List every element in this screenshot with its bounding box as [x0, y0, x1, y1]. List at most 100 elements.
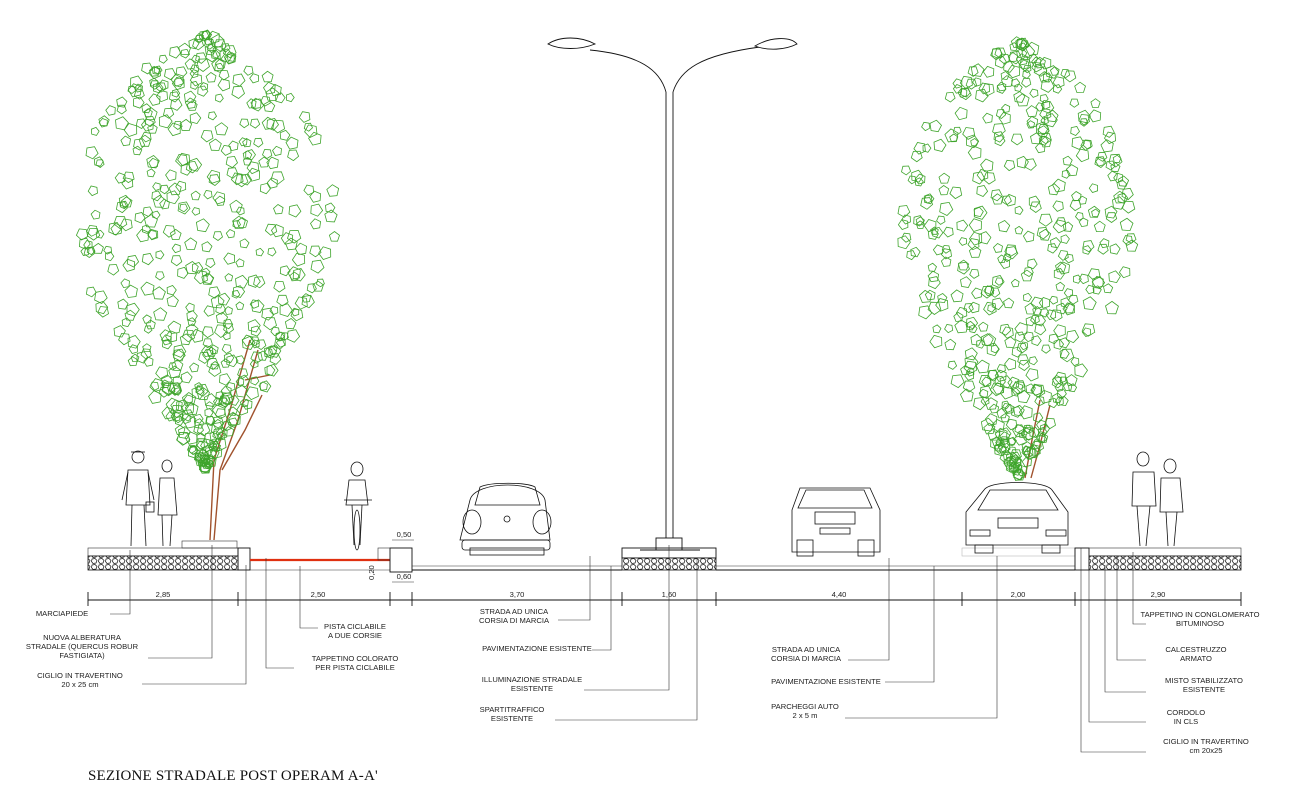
leaf-icon [119, 200, 129, 210]
leaf-icon [232, 215, 246, 229]
leaf-icon [921, 121, 931, 132]
leaf-icon [279, 129, 291, 141]
leaf-icon [266, 156, 279, 170]
leaf-icon [1029, 88, 1039, 98]
leaf-icon [169, 228, 182, 240]
leaf-icon [326, 184, 340, 197]
leaf-icon [1025, 105, 1038, 118]
leaf-icon [170, 98, 183, 111]
leaf-icon [235, 301, 245, 310]
label-pista-2: A DUE CORSIE [328, 631, 382, 640]
leaf-icon [204, 43, 217, 56]
leaf-icon [149, 77, 159, 87]
leaf-icon [165, 397, 180, 412]
leaf-icon [1049, 295, 1058, 305]
leaf-icon [168, 365, 182, 379]
label-calcestruzzo-2: ARMATO [1180, 654, 1212, 663]
leaf-icon [173, 348, 186, 362]
parked-car-icon [965, 482, 1069, 554]
leaf-icon [1055, 281, 1065, 291]
leaf-icon [929, 119, 942, 133]
leaf-icon [287, 230, 302, 244]
leaf-icon [990, 189, 1003, 202]
leaf-icon [897, 235, 911, 250]
leaf-icon [212, 437, 227, 452]
leaf-icon [197, 459, 212, 472]
leaf-icon [279, 265, 291, 277]
leaf-icon [962, 380, 976, 393]
leaf-icon [1016, 464, 1028, 477]
leaf-icon [179, 333, 192, 346]
leaf-icon [991, 419, 1005, 433]
leaf-icon [237, 374, 250, 388]
leaf-icon [901, 232, 912, 243]
leaf-icon [1021, 77, 1032, 88]
leaf-icon [968, 218, 982, 232]
leaf-icon [964, 370, 975, 381]
leaf-icon [987, 428, 1001, 441]
leaf-icon [1045, 65, 1060, 79]
leaf-icon [228, 406, 238, 416]
leaf-icon [991, 193, 1004, 205]
leaf-icon [1122, 235, 1133, 246]
leaf-icon [1005, 246, 1019, 260]
leaf-icon [978, 321, 989, 332]
leaf-icon [914, 173, 926, 185]
leaf-icon [165, 411, 176, 422]
leaf-icon [970, 333, 983, 346]
leaf-icon [929, 334, 943, 349]
leaf-icon [229, 199, 243, 213]
leaf-icon [87, 227, 101, 241]
leaf-icon [1024, 302, 1037, 315]
leaf-icon [142, 314, 152, 324]
leaf-icon [1030, 132, 1043, 145]
leaf-icon [115, 116, 129, 131]
leaf-icon [1029, 426, 1041, 438]
leaf-icon [249, 73, 259, 84]
leaf-icon [1069, 199, 1082, 212]
leaf-icon [136, 228, 150, 243]
dim-curb-height: 0,20 [367, 565, 376, 580]
leaf-icon [996, 83, 1007, 94]
leaf-icon [1037, 124, 1050, 136]
leaf-icon [208, 138, 222, 151]
leaf-icon [1037, 432, 1049, 444]
leaf-icon [232, 220, 241, 229]
leaf-icon [937, 293, 948, 304]
leaf-icon [152, 286, 166, 300]
leaf-icon [195, 438, 209, 451]
leaf-icon [915, 216, 925, 226]
label-alberatura-2: STRADALE (QUERCUS ROBUR [26, 642, 139, 651]
leaf-icon [918, 305, 933, 320]
leaf-icon [1002, 253, 1012, 263]
leaf-icon [1052, 375, 1062, 385]
leaf-icon [208, 286, 221, 299]
leaf-icon [1082, 245, 1092, 255]
leaf-icon [1004, 336, 1017, 348]
leaf-icon [290, 307, 300, 317]
leaf-icon [1015, 93, 1030, 107]
leaf-icon [1039, 228, 1052, 241]
leaf-icon [967, 66, 979, 77]
leaf-icon [267, 247, 277, 257]
leaf-icon [995, 109, 1007, 119]
leaf-icon [122, 258, 136, 272]
leaf-icon [1023, 266, 1034, 277]
leaf-icon [202, 338, 213, 349]
leaf-icon [261, 307, 275, 321]
label-alberatura-3: FASTIGIATA) [59, 651, 105, 660]
label-calcestruzzo-1: CALCESTRUZZO [1165, 645, 1226, 654]
leaf-icon [237, 368, 249, 379]
leaf-icon [239, 118, 250, 129]
leaf-icon [232, 285, 246, 298]
leaf-icon [220, 144, 232, 156]
leaf-icon [939, 201, 954, 216]
leaf-icon [163, 107, 175, 119]
leaf-icon [141, 224, 151, 234]
leaf-icon [970, 63, 985, 77]
leaf-icon [1054, 382, 1064, 392]
leaf-icon [229, 395, 240, 406]
leaf-icon [201, 241, 213, 253]
leaf-icon [1015, 37, 1030, 52]
leaf-icon [1000, 71, 1010, 81]
